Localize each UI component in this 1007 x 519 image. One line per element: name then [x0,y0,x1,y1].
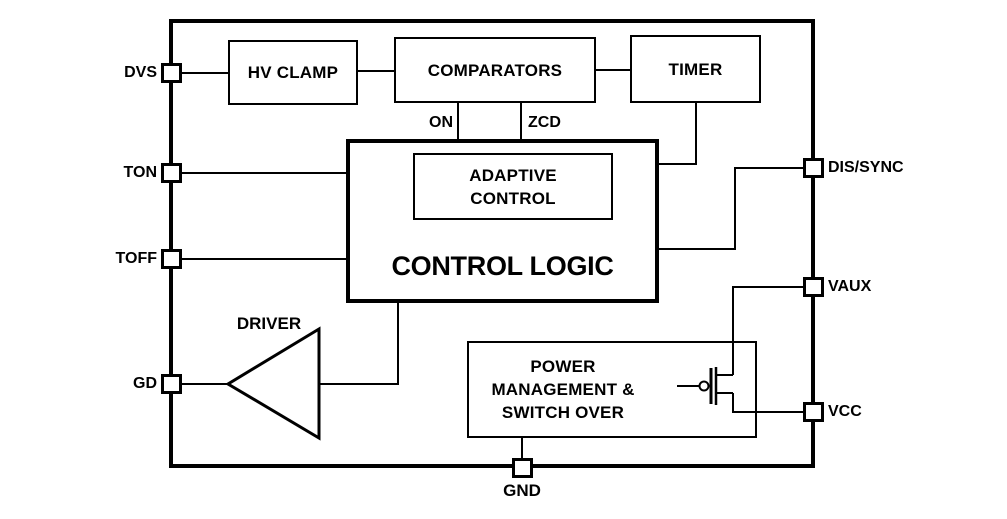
signal-zcd-label: ZCD [528,114,561,131]
block-hv-clamp: HV CLAMP [228,40,358,105]
block-control-logic [346,139,659,303]
pin-dvs [161,63,182,83]
pin-dis-sync [803,158,824,178]
pin-vcc-label: VCC [828,403,862,420]
pin-gnd-label: GND [503,481,541,500]
pin-ton [161,163,182,183]
pin-toff [161,249,182,269]
driver-triangle-symbol [225,326,321,441]
pin-vaux-label: VAUX [828,278,872,295]
pin-dvs-label: DVS [124,64,157,81]
pin-vcc [803,402,824,422]
block-timer-label: TIMER [668,59,723,79]
pin-toff-label: TOFF [115,250,157,267]
pin-gd [161,374,182,394]
wire-timer-to-controllogic [659,103,697,165]
block-power-management: POWER MANAGEMENT & SWITCH OVER [467,341,757,438]
wire-controllogic-to-driver [320,302,399,385]
block-timer: TIMER [630,35,761,103]
wire-mosfet-to-vcc [732,393,803,413]
block-comparators-label: COMPARATORS [427,60,563,80]
mosfet-icon [677,367,733,405]
chip-outline [169,19,815,468]
pin-ton-label: TON [123,164,157,181]
pin-gd-label: GD [133,375,157,392]
wire-vaux-to-mosfet [732,286,803,375]
pin-dis-sync-label: DIS/SYNC [828,159,904,176]
driver-label: DRIVER [236,314,302,333]
block-comparators: COMPARATORS [394,37,596,103]
block-adaptive-control-label: ADAPTIVE CONTROL [469,165,557,208]
control-logic-label: CONTROL LOGIC [391,251,614,281]
wire-dissync-to-controllogic [659,167,803,250]
signal-on-label: ON [429,114,453,131]
block-hv-clamp-label: HV CLAMP [247,63,339,82]
block-adaptive-control: ADAPTIVE CONTROL [413,153,613,220]
block-power-management-label: POWER MANAGEMENT & SWITCH OVER [491,357,635,422]
pin-gnd [512,458,533,478]
pin-vaux [803,277,824,297]
